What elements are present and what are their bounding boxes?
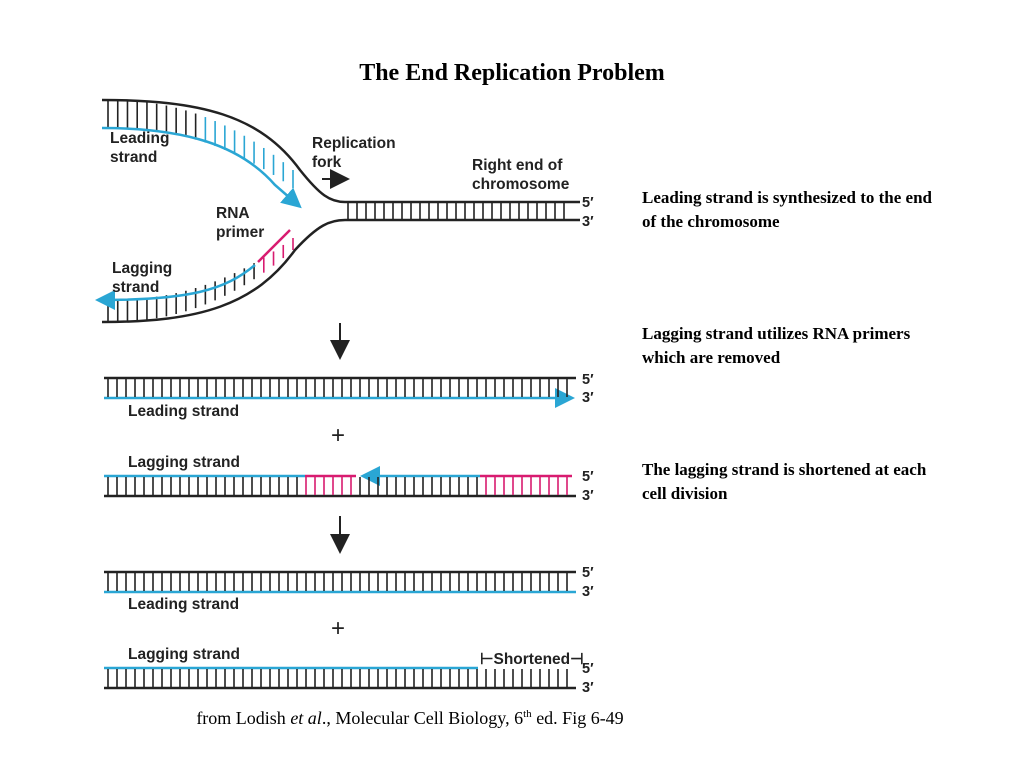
step3-lagging-label: Lagging strand: [128, 646, 240, 663]
replication-fork-label-1: Replication: [312, 135, 396, 152]
step2-leading-duplex: [104, 376, 576, 408]
note-shortened: The lagging strand is shortened at each …: [642, 460, 927, 503]
credit-sup: th: [523, 708, 532, 720]
fork-labels: Leading strand Replication fork Right en…: [110, 130, 594, 296]
figure-credit: from Lodish et al., Molecular Cell Biolo…: [0, 708, 820, 729]
fork-three-prime: 3′: [582, 214, 594, 230]
replication-fork-label-2: fork: [312, 154, 342, 171]
note-lagging-primers: Lagging strand utilizes RNA primers whic…: [642, 324, 911, 367]
fork-lagging-label-2: strand: [112, 279, 159, 296]
right-end-label-2: chromosome: [472, 176, 570, 193]
lower-template-strand: [101, 218, 580, 324]
step3-lagging-duplex: [104, 666, 576, 690]
rna-primer-segment: [257, 229, 291, 263]
step2-lagging-three-prime: 3′: [582, 488, 594, 504]
fork-five-prime: 5′: [582, 195, 594, 211]
step3-plus: +: [331, 615, 345, 642]
fork-leading-label-2: strand: [110, 149, 157, 166]
step2-lagging-five-prime: 5′: [582, 469, 594, 485]
step2-leading-five-prime: 5′: [582, 372, 594, 388]
step2-plus: +: [331, 422, 345, 449]
slide-title: The End Replication Problem: [359, 60, 665, 86]
step3-lagging-three-prime: 3′: [582, 680, 594, 696]
step3-leading-five-prime: 5′: [582, 565, 594, 581]
step3-lagging-five-prime: 5′: [582, 661, 594, 677]
step3-leading-three-prime: 3′: [582, 584, 594, 600]
step2-lagging-duplex: [104, 466, 576, 498]
fork-leading-label-1: Leading: [110, 130, 169, 147]
right-end-label-1: Right end of: [472, 157, 563, 174]
fork-lagging-label-1: Lagging: [112, 260, 172, 277]
fork-strands: [95, 98, 580, 324]
step2-leading-label: Leading strand: [128, 403, 239, 420]
step2-lagging-label: Lagging strand: [128, 454, 240, 471]
fork-base-pairs: [107, 100, 565, 322]
leading-strand-fork: [101, 126, 302, 209]
credit-prefix: from Lodish: [196, 708, 291, 728]
step3-leading-label: Leading strand: [128, 596, 239, 613]
step2-leading-three-prime: 3′: [582, 390, 594, 406]
upper-template-strand: [101, 98, 580, 204]
credit-middle: ., Molecular Cell Biology, 6: [321, 708, 524, 728]
step3-leading-duplex: [104, 570, 576, 594]
rna-primer-label-1: RNA: [216, 205, 250, 222]
note-leading-strand: Leading strand is synthesized to the end…: [642, 188, 932, 231]
credit-et-al: et al: [290, 708, 322, 728]
rna-primer-label-2: primer: [216, 224, 264, 241]
lagging-strand-fork: [95, 264, 256, 310]
shortened-label: ⊢Shortened⊣: [480, 651, 584, 668]
credit-suffix: ed. Fig 6-49: [531, 708, 624, 728]
